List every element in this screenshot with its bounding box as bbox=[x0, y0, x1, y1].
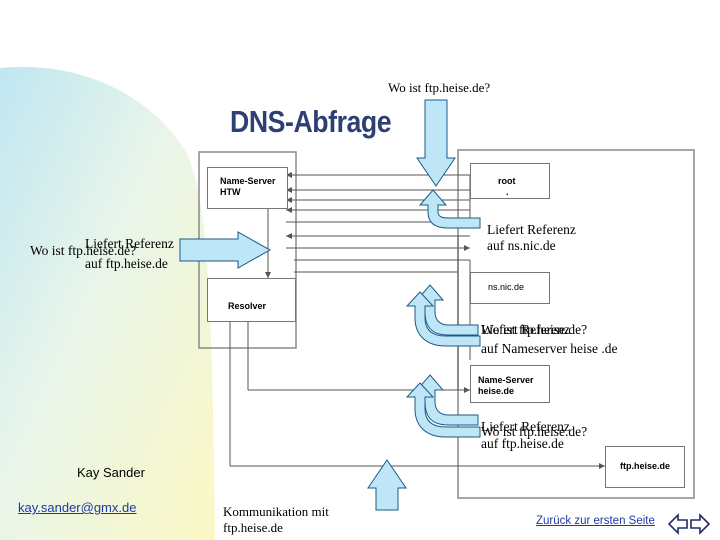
back-to-first-page-link[interactable]: Zurück zur ersten Seite bbox=[536, 515, 655, 527]
nic-label: ns.nic.de bbox=[488, 282, 525, 292]
curve-arrow-heise-a bbox=[415, 374, 479, 426]
root-referral-line2: auf ns.nic.de bbox=[487, 238, 556, 253]
nic-box: ns.nic.de bbox=[470, 272, 550, 304]
heise-overlap-a: Liefert Referenz bbox=[481, 419, 570, 434]
author-name: Kay Sander bbox=[77, 465, 145, 480]
ftp-heise-label: ftp.heise.de bbox=[620, 461, 671, 471]
root-label: root bbox=[498, 176, 516, 186]
nic-line2: auf Nameserver heise .de bbox=[481, 341, 618, 356]
arrow-left-question bbox=[179, 231, 272, 269]
page-title: DNS-Abfrage bbox=[230, 104, 392, 139]
left-referral-line2: auf ftp.heise.de bbox=[85, 256, 168, 271]
nav-arrows[interactable] bbox=[668, 513, 710, 535]
nic-overlap-a: Liefert Referenz bbox=[481, 322, 570, 337]
name-server-htw-box: Name-Server HTW bbox=[207, 167, 288, 209]
arrow-down-root bbox=[416, 99, 456, 187]
arrow-up-komm bbox=[367, 459, 407, 511]
arrow-right-icon[interactable] bbox=[690, 513, 710, 535]
resolver-label: Resolver bbox=[228, 301, 267, 311]
heise-line2: auf ftp.heise.de bbox=[481, 436, 564, 451]
left-referral-line1: Liefert Referenz bbox=[85, 236, 174, 251]
email-link[interactable]: kay.sander@gmx.de bbox=[18, 500, 137, 515]
left-question: Wo ist ftp.heise.de? bbox=[30, 243, 137, 258]
root-box: root . bbox=[470, 163, 550, 199]
name-server-htw-label: Name-Server HTW bbox=[220, 176, 276, 197]
arrow-left-icon[interactable] bbox=[668, 513, 688, 535]
resolver-box: Resolver bbox=[207, 278, 296, 322]
ns-heise-box: Name-Server heise.de bbox=[470, 365, 550, 403]
communication-label: Kommunikation mit ftp.heise.de bbox=[223, 504, 329, 535]
root-referral-line1: Liefert Referenz bbox=[487, 222, 576, 237]
curve-arrow-nic-b bbox=[405, 291, 481, 347]
curve-arrow-heise-b bbox=[405, 382, 481, 438]
curve-arrow-root bbox=[418, 189, 481, 229]
ftp-heise-box: ftp.heise.de bbox=[605, 446, 685, 488]
question-top: Wo ist ftp.heise.de? bbox=[388, 80, 491, 95]
root-dot: . bbox=[506, 187, 509, 197]
nic-overlap-b: Wo ist ftp.heise.de? bbox=[481, 322, 588, 337]
ns-heise-label: Name-Server heise.de bbox=[478, 375, 534, 396]
curve-arrow-nic-a bbox=[415, 284, 479, 336]
heise-overlap-b: Wo ist ftp.heise.de? bbox=[481, 424, 588, 439]
